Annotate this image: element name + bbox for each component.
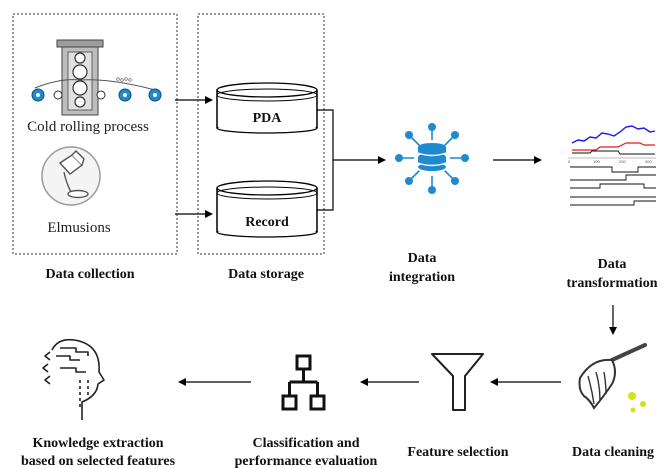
svg-text:0: 0 [568, 159, 571, 164]
data-storage-panel: PDA Record [197, 13, 325, 255]
svg-text:100: 100 [593, 159, 600, 164]
integration-label-line1: Data [408, 251, 437, 266]
svg-text:300: 300 [645, 159, 652, 164]
svg-text:200: 200 [619, 159, 626, 164]
pda-database-icon [216, 82, 318, 134]
pda-label: PDA [253, 111, 283, 126]
transformation-label-line1: Data [598, 257, 627, 272]
signal-chart-icon: 0 100 200 300 [568, 125, 656, 206]
signal-blue-series [571, 125, 656, 144]
emulsion-bottle-icon [41, 146, 101, 206]
cold-rolling-label: Cold rolling process [27, 119, 149, 135]
rolling-mill-icon [31, 39, 162, 116]
knowledge-label-line1: Knowledge extraction [32, 436, 163, 451]
data-cleaning-label: Data cleaning [572, 445, 654, 460]
record-label: Record [245, 215, 289, 230]
classification-label-line1: Classification and [253, 436, 360, 451]
integration-label-line2: integration [389, 270, 455, 285]
knowledge-label-line2: based on selected features [21, 454, 176, 468]
feature-selection-label: Feature selection [407, 445, 508, 460]
data-collection-label: Data collection [45, 267, 134, 282]
emulsions-label: Elmusions [47, 220, 111, 236]
record-database-icon [216, 180, 318, 238]
funnel-icon [431, 353, 484, 411]
data-storage-label: Data storage [228, 267, 304, 282]
data-integration-icon [395, 123, 469, 194]
broom-icon [578, 343, 647, 413]
storage-merge-connector [317, 109, 334, 211]
signal-step-series [570, 166, 656, 206]
transformation-label-line2: transformation [567, 276, 658, 291]
classification-label-line2: performance evaluation [235, 454, 378, 468]
signal-red-series [572, 142, 655, 151]
signal-black-series [572, 150, 655, 155]
hierarchy-icon [281, 354, 326, 411]
head-knowledge-icon [42, 338, 105, 420]
data-collection-panel: Cold rolling process Elmusions [12, 13, 178, 255]
